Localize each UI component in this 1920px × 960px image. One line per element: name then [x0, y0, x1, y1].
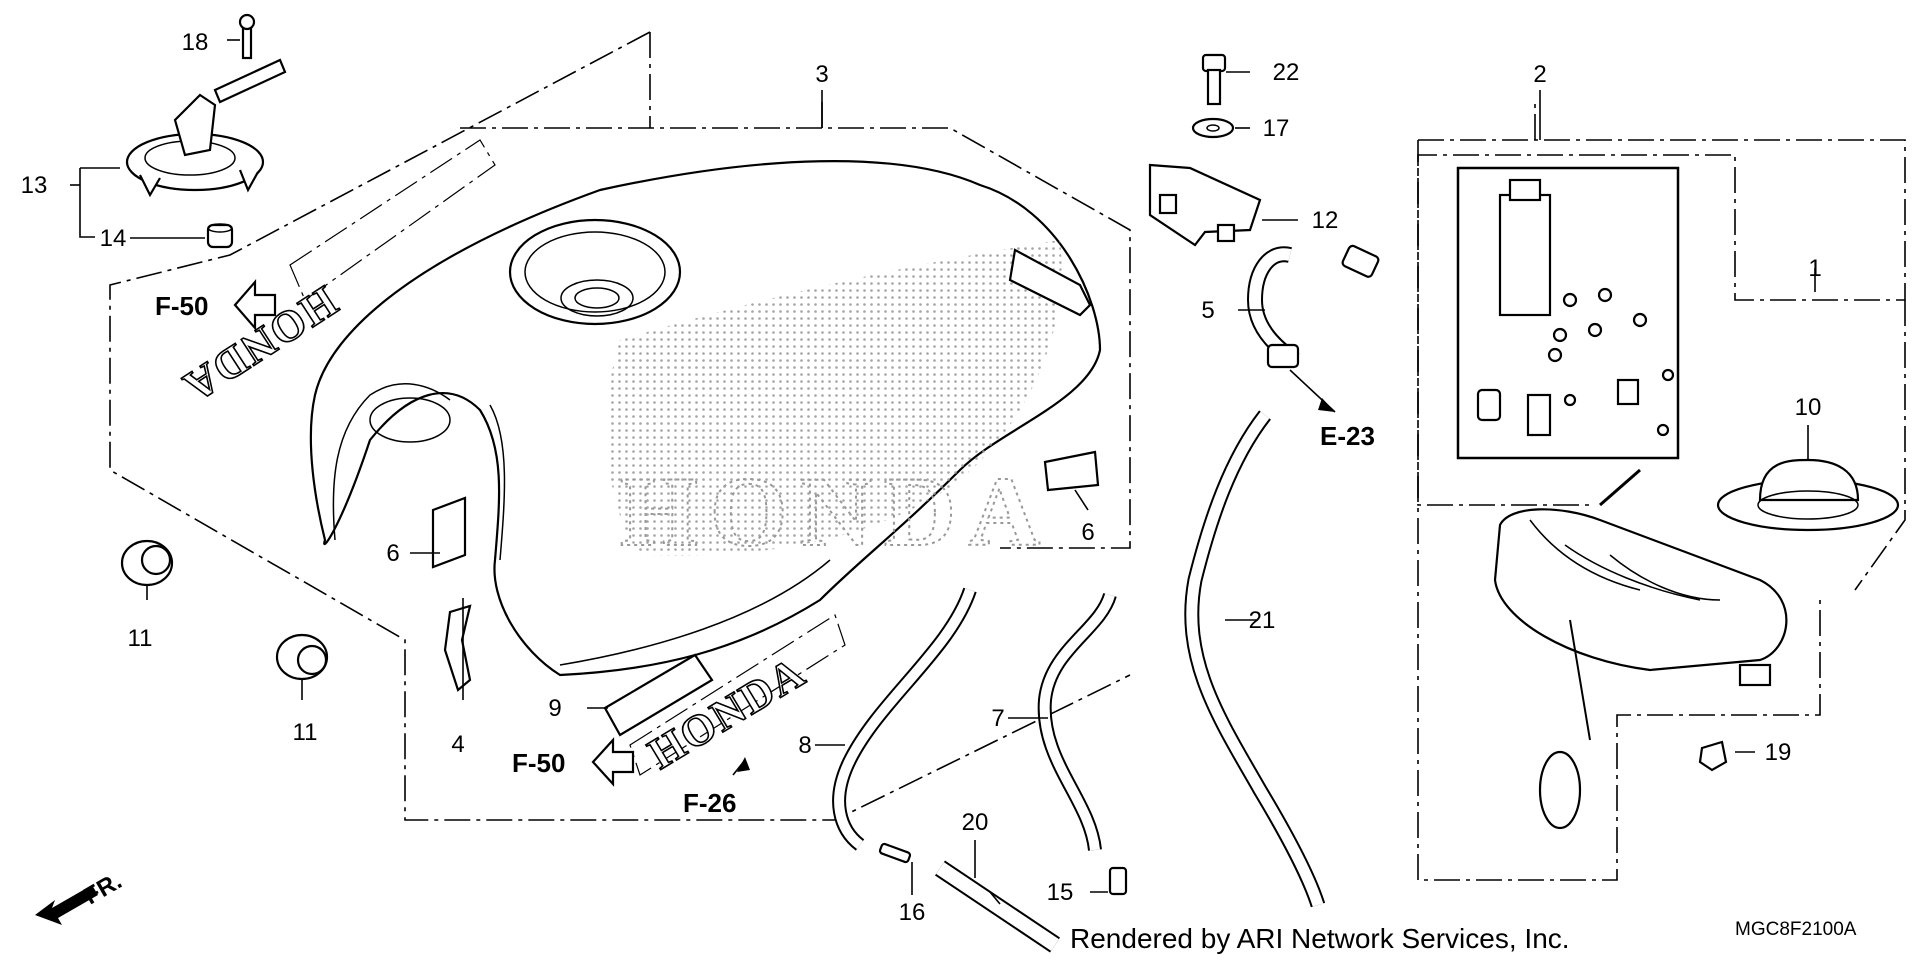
cushion-11b — [275, 633, 329, 681]
joint-16 — [878, 842, 912, 864]
front-label: FR. — [80, 867, 127, 910]
ref-f50-bottom: F-50 — [512, 737, 635, 787]
fuel-feed-hose-5 — [1246, 244, 1380, 369]
ref-f50-top-label: F-50 — [155, 291, 208, 321]
tank-decal-logo: HONDA — [620, 456, 1052, 567]
callout-18: 18 — [182, 29, 209, 56]
hose-8 — [832, 587, 977, 851]
protector-4 — [443, 604, 472, 692]
front-direction-indicator: FR. — [35, 867, 126, 925]
callout-15: 15 — [1047, 879, 1074, 906]
pump-kit-box — [1456, 166, 1680, 460]
footer-diagram-code: MGC8F2100A — [1735, 919, 1857, 940]
callout-20: 20 — [962, 809, 989, 836]
cushion-11a — [120, 539, 174, 587]
label-6b — [1043, 450, 1100, 492]
front-arrow-icon — [35, 885, 98, 925]
fuel-cap-assembly — [125, 13, 287, 198]
callout-5: 5 — [1201, 297, 1214, 324]
callout-16: 16 — [899, 899, 926, 926]
callout-6a: 6 — [386, 540, 399, 567]
left-arrow-icon — [233, 279, 277, 331]
callout-14: 14 — [100, 225, 127, 252]
nut-19 — [1698, 740, 1728, 772]
ref-f50-bottom-label: F-50 — [512, 748, 565, 778]
hose-7 — [1037, 592, 1117, 851]
callout-12: 12 — [1312, 207, 1339, 234]
bracket-12 — [1148, 163, 1262, 247]
joint-15 — [1108, 866, 1128, 896]
footer-credit: Rendered by ARI Network Services, Inc. — [1070, 923, 1570, 954]
callout-1: 1 — [1808, 255, 1821, 282]
callout-17: 17 — [1263, 115, 1290, 142]
label-9 — [603, 653, 714, 737]
fuel-tank: HONDA — [309, 160, 1102, 677]
callout-6b: 6 — [1081, 519, 1094, 546]
left-arrow-icon — [591, 737, 635, 787]
ref-f26-label: F-26 — [683, 788, 736, 818]
emblem-lower-text: HONDA — [640, 647, 814, 779]
callout-19: 19 — [1765, 739, 1792, 766]
group-outline-fuel-pump — [1417, 100, 1906, 881]
callout-21: 21 — [1249, 607, 1276, 634]
grommet-14 — [206, 223, 234, 249]
fuel-pump-unit — [1493, 508, 1788, 830]
callout-4: 4 — [451, 731, 464, 758]
callout-2: 2 — [1533, 61, 1546, 88]
packing-10 — [1716, 458, 1900, 532]
ref-f50-top: F-50 — [155, 279, 277, 331]
callout-13: 13 — [21, 172, 48, 199]
callout-11b: 11 — [293, 719, 318, 746]
callout-11a: 11 — [128, 625, 153, 652]
callout-10: 10 — [1795, 394, 1822, 421]
ref-e23-label: E-23 — [1320, 421, 1375, 451]
arrow-tip-icon — [737, 757, 750, 772]
callout-3: 3 — [815, 61, 828, 88]
ref-f26: F-26 — [683, 757, 750, 818]
leader-lines — [70, 39, 1816, 895]
callout-9: 9 — [548, 695, 561, 722]
bolt-22 — [1201, 53, 1227, 106]
hose-20 — [934, 860, 1061, 953]
collar-17 — [1191, 117, 1235, 139]
callout-labels: 1 2 3 4 5 6 6 7 8 9 10 11 11 12 13 14 15… — [21, 29, 1822, 926]
hose-21 — [1184, 410, 1326, 908]
callout-8: 8 — [798, 732, 811, 759]
label-6a — [431, 496, 467, 569]
callout-7: 7 — [991, 705, 1004, 732]
callout-22: 22 — [1273, 59, 1300, 86]
